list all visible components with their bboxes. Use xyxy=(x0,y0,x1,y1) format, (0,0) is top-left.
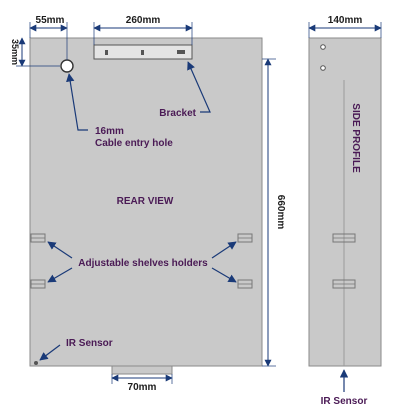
bracket-slot-right xyxy=(177,50,185,54)
shelf-arrow-left-upper xyxy=(47,241,73,259)
side-hole-upper xyxy=(320,44,326,50)
side-hole-lower xyxy=(320,65,326,71)
dim-35mm-label: 35mm xyxy=(10,39,20,65)
cable-entry-hole xyxy=(60,59,74,73)
hole-name-label: Cable entry hole xyxy=(95,138,173,149)
ir-sensor-rear-arrow xyxy=(39,344,61,361)
bracket-slot-left xyxy=(105,50,108,55)
hole-callout-arrow xyxy=(66,73,88,131)
rear-dimensions xyxy=(16,22,276,384)
dim-660mm-label: 660mm xyxy=(275,195,286,230)
dim-70mm-label: 70mm xyxy=(128,382,157,393)
rear-callouts xyxy=(39,61,237,361)
bracket-label: Bracket xyxy=(159,108,196,119)
shelf-arrow-right-lower xyxy=(211,267,237,283)
bracket-callout-arrow xyxy=(187,61,211,113)
ir-sensor-rear-label: IR Sensor xyxy=(66,338,113,349)
dim-140mm-label: 140mm xyxy=(328,15,363,26)
side-profile-label: SIDE PROFILE xyxy=(350,103,361,173)
dim-260mm-label: 260mm xyxy=(126,15,161,26)
bracket-slot-middle xyxy=(141,50,144,55)
rear-text: 55mm 260mm 35mm 660mm 70mm 16mm Cable en… xyxy=(10,15,286,393)
rear-view-panel xyxy=(29,37,263,375)
shelf-arrow-left-lower xyxy=(47,267,73,283)
shelves-label: Adjustable shelves holders xyxy=(78,258,208,269)
side-profile-panel xyxy=(308,37,382,367)
side-text: 140mm SIDE PROFILE IR Sensor xyxy=(321,15,368,407)
hole-size-label: 16mm xyxy=(95,126,124,137)
side-panel-body xyxy=(308,37,382,367)
dim-55mm-label: 55mm xyxy=(36,15,65,26)
ir-sensor-rear-dot xyxy=(34,361,38,365)
ir-sensor-side-label: IR Sensor xyxy=(321,396,368,407)
side-dimensions xyxy=(308,22,382,392)
shelf-arrow-right-upper xyxy=(211,241,237,259)
rear-view-label: REAR VIEW xyxy=(117,196,174,207)
rear-panel-body xyxy=(29,37,263,367)
sensor-tab xyxy=(111,365,173,375)
